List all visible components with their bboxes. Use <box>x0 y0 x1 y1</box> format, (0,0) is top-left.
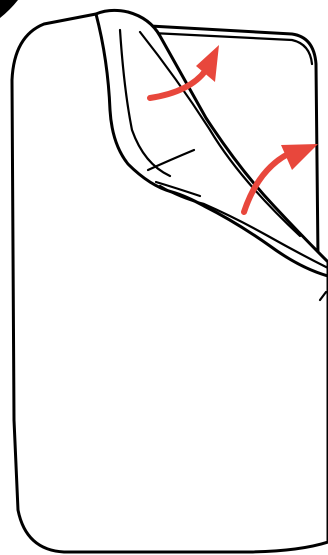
corner-fragment <box>0 0 18 18</box>
